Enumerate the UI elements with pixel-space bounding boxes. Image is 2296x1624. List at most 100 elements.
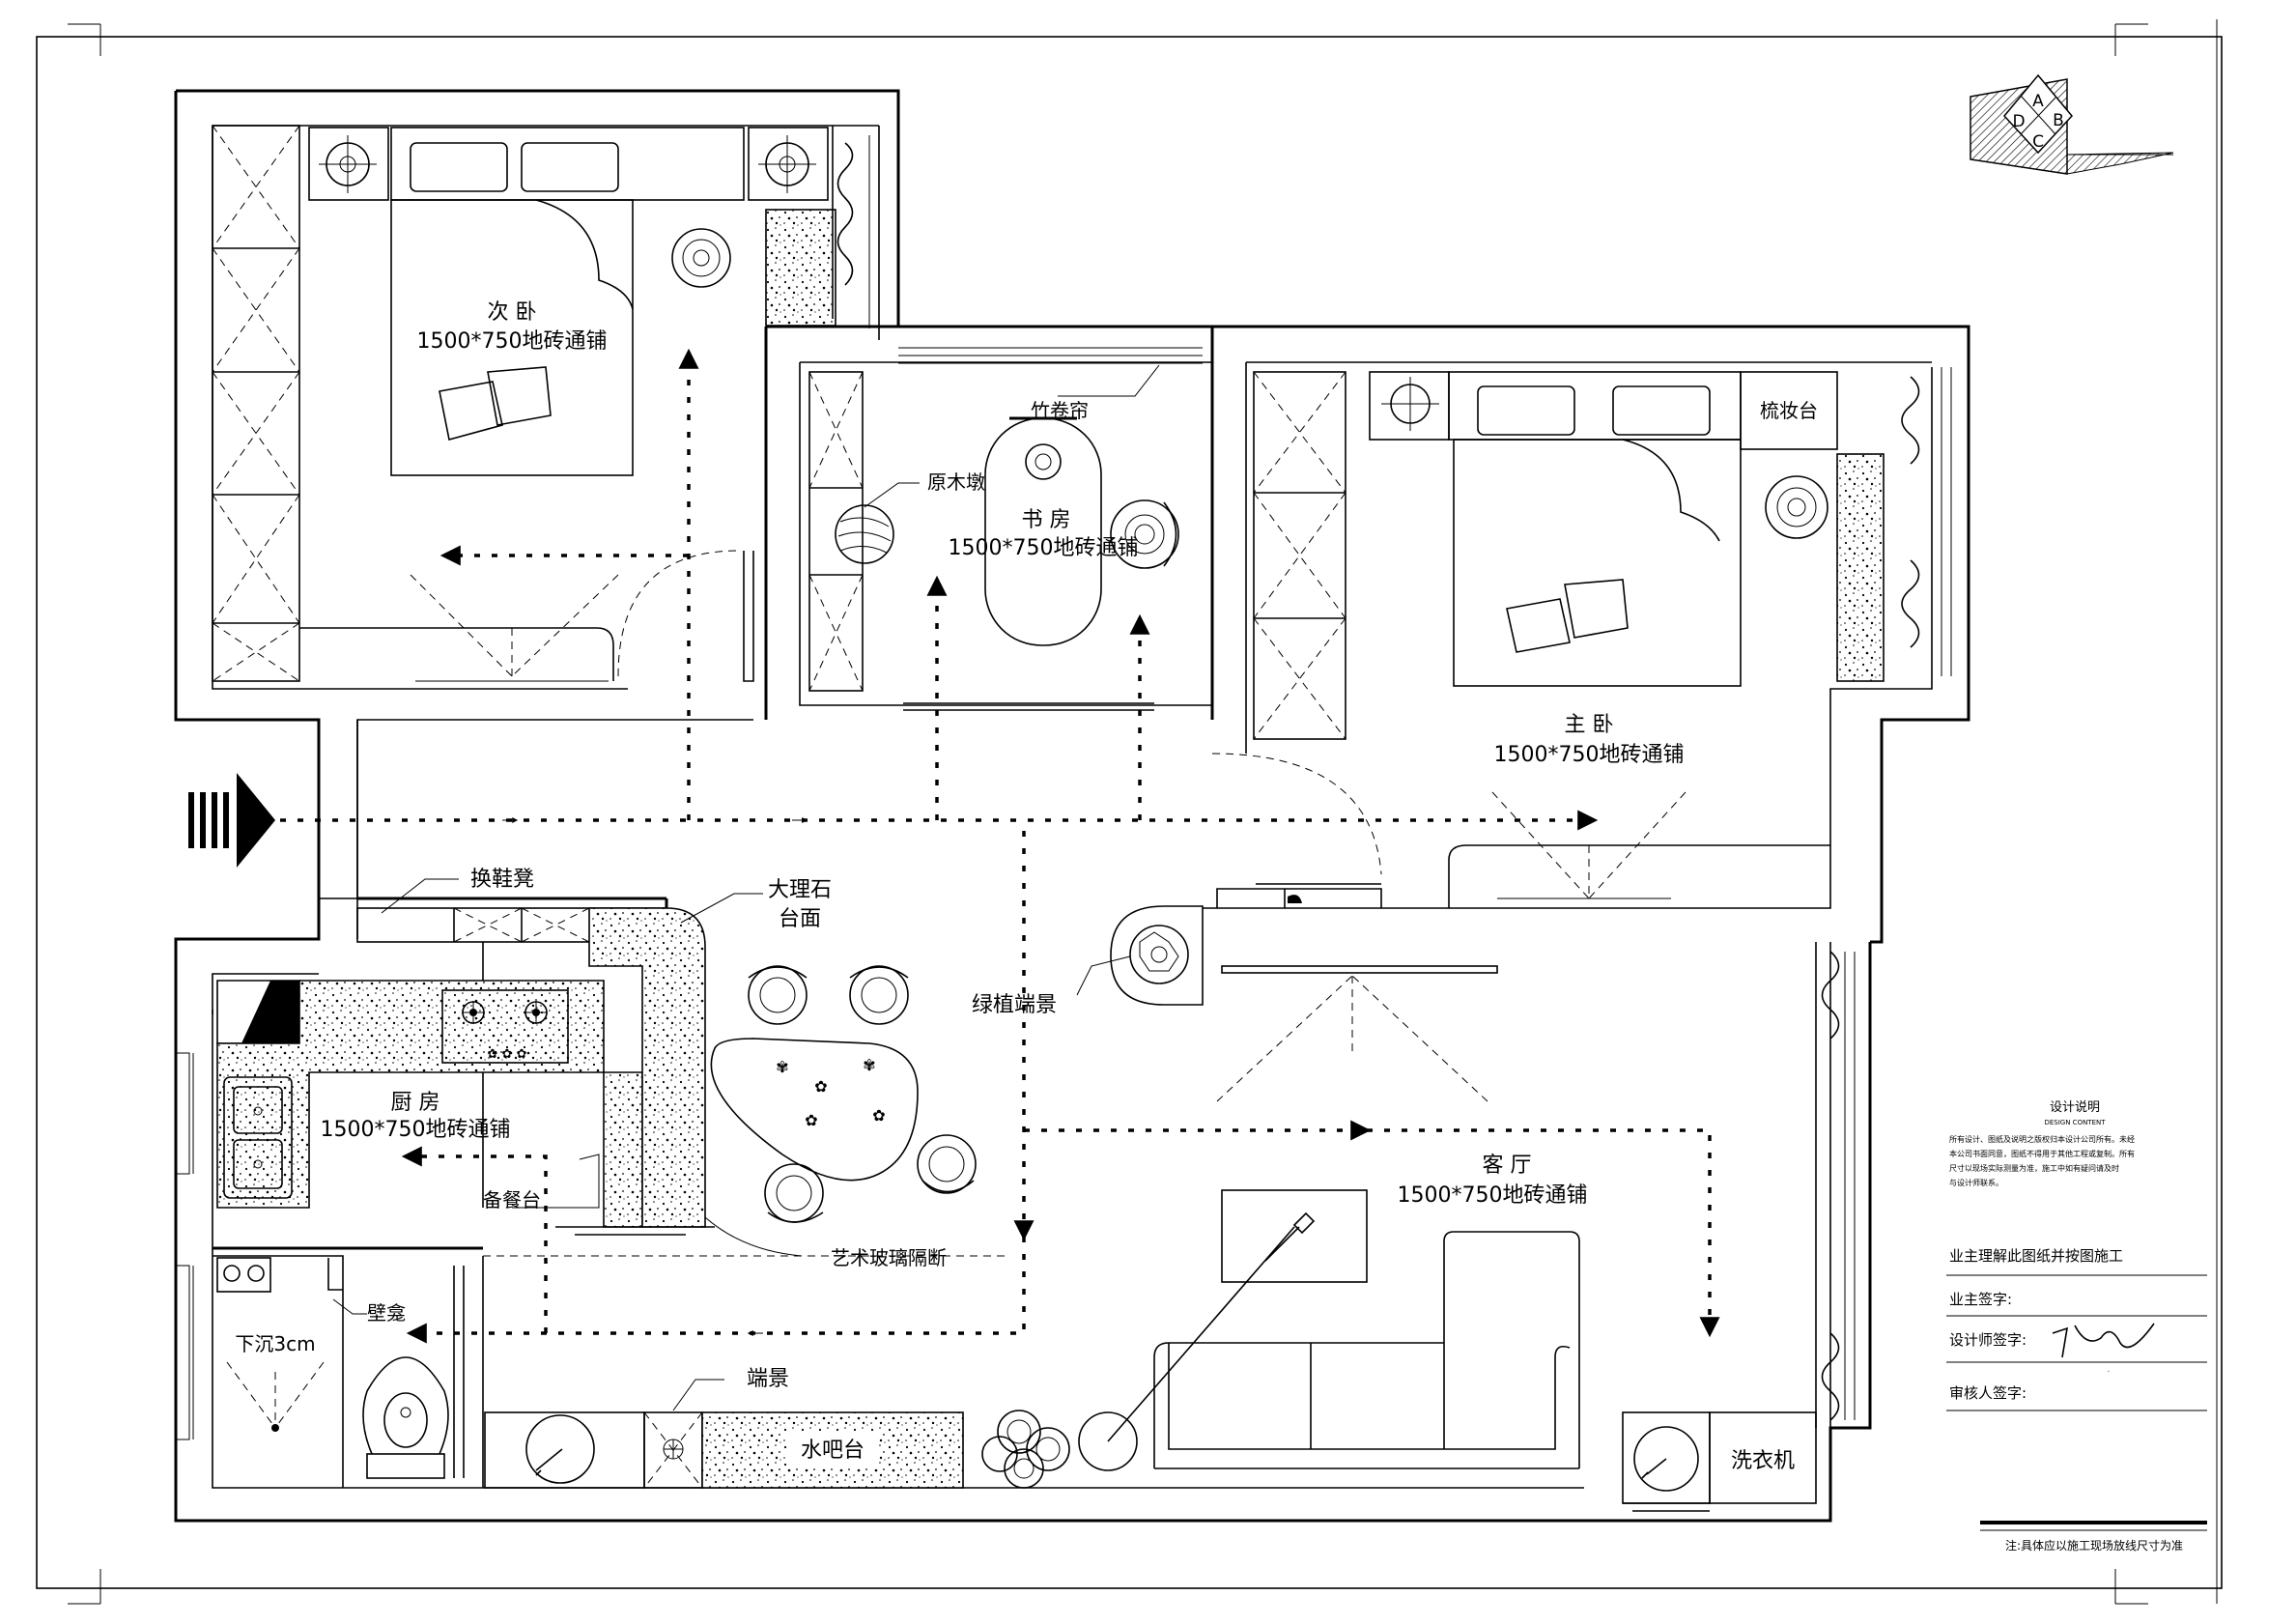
pillow-icon bbox=[1612, 385, 1711, 436]
logo-letter-a: A bbox=[2032, 92, 2044, 111]
label-display-end: 端景 bbox=[747, 1367, 789, 1391]
svg-text:✿: ✿ bbox=[872, 1106, 885, 1125]
signoff-owner: 业主签字: bbox=[1949, 1291, 2012, 1308]
room-name-study: 书 房 bbox=[1022, 508, 1071, 532]
plant-icon bbox=[1025, 443, 1062, 480]
cushion-icon bbox=[439, 381, 503, 441]
footer-note-text: 注:具体应以施工现场放线尺寸为准 bbox=[2005, 1538, 2183, 1553]
sink-icon bbox=[223, 1076, 293, 1199]
svg-text:✿: ✿ bbox=[814, 1077, 827, 1096]
room-floor-study: 1500*750地砖通铺 bbox=[949, 536, 1139, 560]
round-stool-icon bbox=[671, 228, 731, 288]
round-stool-icon bbox=[1765, 475, 1828, 539]
cushion-icon bbox=[1506, 598, 1571, 653]
label-dresser: 梳妆台 bbox=[1760, 399, 1818, 422]
footer-note: 注:具体应以施工现场放线尺寸为准 bbox=[1980, 1521, 2207, 1553]
kitchen: ✿ ✿ ✿ 备餐台 厨 房 1500*750地砖通铺 bbox=[216, 907, 1005, 1257]
label-shoe-bench: 换鞋凳 bbox=[470, 868, 534, 892]
label-green-display: 绿植端景 bbox=[972, 993, 1057, 1017]
dresser bbox=[1740, 371, 1838, 450]
logo-letter-c: C bbox=[2032, 132, 2044, 152]
room-floor-living-room: 1500*750地砖通铺 bbox=[1398, 1183, 1588, 1208]
washer bbox=[1709, 1411, 1817, 1504]
room-floor-kitchen: 1500*750地砖通铺 bbox=[321, 1118, 511, 1142]
room-floor-master-bedroom: 1500*750地砖通铺 bbox=[1494, 743, 1685, 767]
signoff-reviewer: 审核人签字: bbox=[1949, 1384, 2027, 1402]
designer-signature: 陈伟 bbox=[2108, 1370, 2110, 1373]
dining-chair-icon bbox=[764, 1163, 824, 1223]
coffee-table bbox=[1221, 1189, 1368, 1283]
label-marble-top-line1: 大理石 bbox=[768, 878, 832, 902]
label-marble-top-line2: 台面 bbox=[779, 907, 821, 931]
room-name-master-bedroom: 主 卧 bbox=[1565, 713, 1614, 737]
svg-text:✿: ✿ bbox=[805, 1111, 817, 1129]
room-name-kitchen: 厨 房 bbox=[391, 1091, 440, 1115]
living-room: 端景 水吧台 bbox=[484, 951, 1840, 1512]
master-bedroom: 梳妆台 主 卧 1500*750地砖通铺 bbox=[1253, 371, 1920, 908]
room-floor-second-bedroom: 1500*750地砖通铺 bbox=[417, 329, 608, 354]
entry-arrow-icon bbox=[188, 773, 275, 868]
path-to-bathroom bbox=[406, 1237, 1026, 1344]
pillow-icon bbox=[1477, 385, 1575, 436]
pillow-icon bbox=[410, 142, 508, 192]
cushion-icon bbox=[1564, 579, 1629, 639]
pillow-icon bbox=[521, 142, 619, 192]
room-name-living-room: 客 厅 bbox=[1483, 1154, 1532, 1178]
signoff-block: 业主理解此图纸并按图施工 业主签字: 设计师签字: 陈伟 审核人签字: bbox=[1946, 1247, 2207, 1411]
label-water-bar: 水吧台 bbox=[801, 1439, 865, 1463]
dining-chair-icon bbox=[849, 965, 909, 1025]
washer-icon bbox=[1633, 1426, 1699, 1492]
label-bamboo-blind: 竹卷帘 bbox=[1031, 399, 1089, 422]
notes-line: 尺寸以现场实际测量为准，施工中如有疑问请及时 bbox=[1949, 1163, 2119, 1173]
plant-icon bbox=[1129, 925, 1189, 984]
wardrobe bbox=[1253, 371, 1346, 740]
dining-chair-icon bbox=[917, 1134, 977, 1194]
wood-stool-icon bbox=[835, 504, 894, 564]
bookshelf bbox=[808, 371, 864, 692]
path-to-kitchen bbox=[401, 1146, 548, 1333]
wardrobe bbox=[212, 125, 300, 682]
signoff-heading: 业主理解此图纸并按图施工 bbox=[1949, 1247, 2123, 1265]
dining-chair-icon bbox=[748, 965, 808, 1025]
study: 竹卷帘 原木墩 书 房 1500*750地砖通铺 bbox=[808, 364, 1179, 711]
windows bbox=[176, 135, 1952, 1440]
signoff-designer: 设计师签字: bbox=[1949, 1331, 2027, 1349]
drawing-frame bbox=[36, 19, 2223, 1605]
notes-line: 本公司书面同意，图纸不得用于其他工程或复制。所有 bbox=[1949, 1149, 2135, 1158]
stove-icon bbox=[441, 989, 569, 1064]
corridor: 换鞋凳 绿植端景 bbox=[188, 753, 1498, 1102]
notes-line: 与设计师联系。 bbox=[1949, 1178, 2003, 1187]
brand-logo: A B C D bbox=[1970, 73, 2174, 175]
round-table-icon bbox=[525, 1414, 595, 1484]
dining-table bbox=[710, 1038, 919, 1182]
sofa bbox=[1153, 1231, 1580, 1469]
toilet-icon bbox=[362, 1356, 449, 1479]
cushion-icon bbox=[487, 366, 552, 426]
logo-letter-b: B bbox=[2053, 111, 2064, 130]
svg-text:✾: ✾ bbox=[863, 1056, 875, 1074]
logo-letter-d: D bbox=[2012, 112, 2025, 131]
label-glass-partition: 艺术玻璃隔断 bbox=[831, 1246, 947, 1269]
plant-icon bbox=[981, 1410, 1070, 1489]
chair-icon bbox=[1110, 499, 1179, 569]
walls bbox=[174, 89, 1970, 1523]
bed bbox=[390, 199, 634, 476]
bed bbox=[1453, 439, 1742, 687]
label-sunken: 下沉3cm bbox=[235, 1332, 315, 1355]
notes-subtitle: DESIGN CONTENT bbox=[2044, 1119, 2106, 1126]
label-washer: 洗衣机 bbox=[1731, 1449, 1795, 1473]
notes-line: 所有设计、图纸及说明之版权归本设计公司所有。未经 bbox=[1949, 1134, 2135, 1144]
label-niche: 壁龛 bbox=[367, 1301, 406, 1325]
dining-area: ✾ ✿ ✾ ✿ ✿ 大理石 台面 艺术玻璃隔断 bbox=[680, 878, 977, 1269]
label-pantry-counter: 备餐台 bbox=[483, 1188, 541, 1211]
designer-signature-mark bbox=[2052, 1323, 2155, 1358]
bathroom: 壁龛 下沉3cm bbox=[216, 1257, 465, 1479]
room-name-second-bedroom: 次 卧 bbox=[488, 300, 537, 325]
notes-title: 设计说明 bbox=[2050, 1100, 2100, 1115]
svg-text:✾: ✾ bbox=[776, 1058, 788, 1076]
plant-planter bbox=[1110, 905, 1204, 1006]
circulation-paths bbox=[280, 348, 1720, 1344]
svg-text:✿ ✿ ✿: ✿ ✿ ✿ bbox=[488, 1047, 527, 1062]
floor-lamp-icon bbox=[1078, 1411, 1138, 1471]
